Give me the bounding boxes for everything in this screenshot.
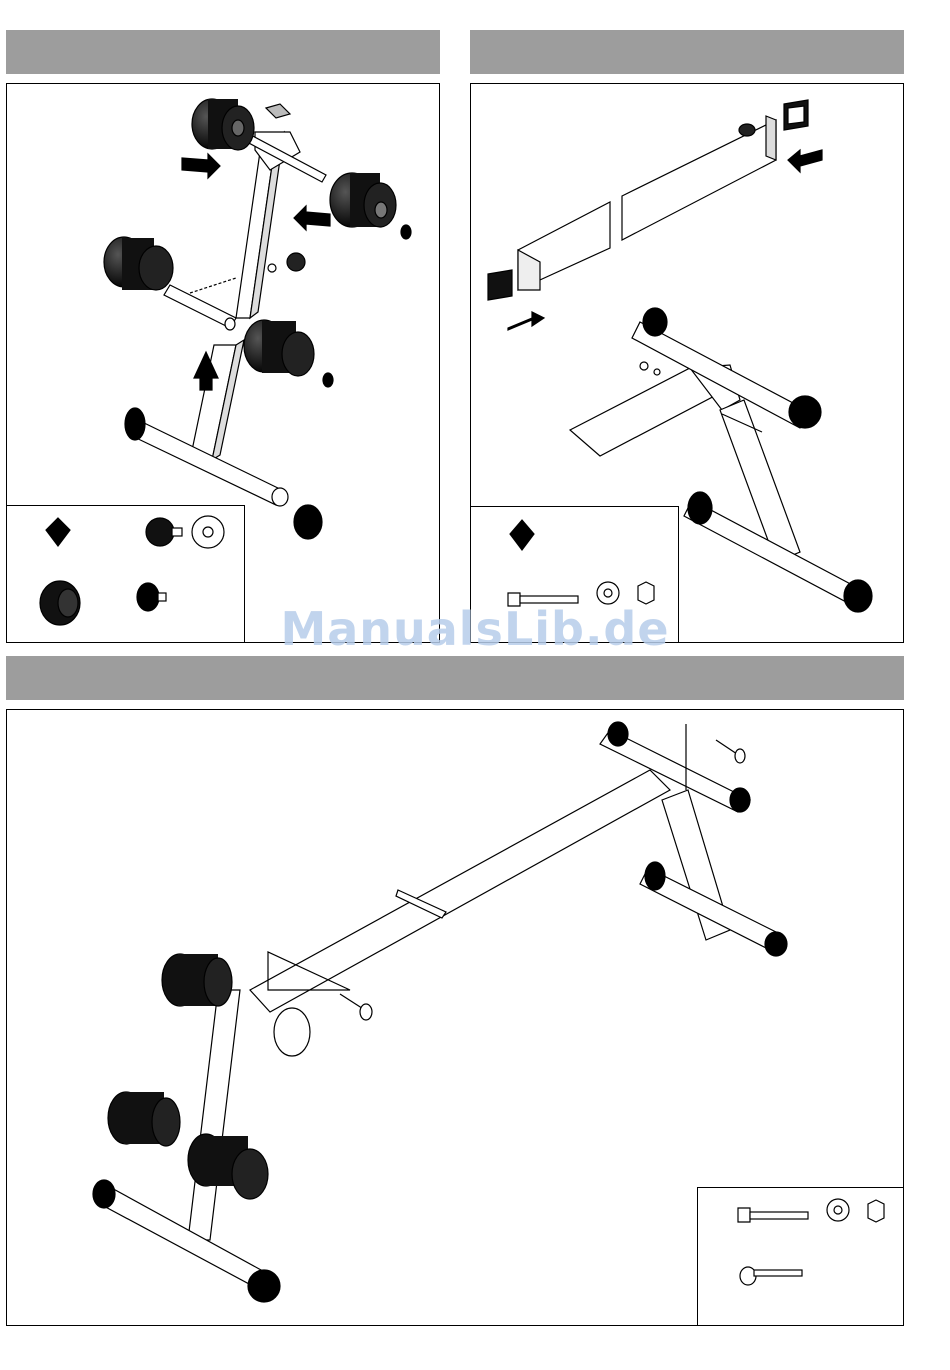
foam-pad-top-right — [330, 173, 396, 227]
foam-pad-front-upper — [162, 954, 232, 1006]
foam-pad-front-middle-left — [108, 1092, 180, 1146]
square-insert — [488, 270, 512, 300]
step-3-drawing — [93, 722, 787, 1302]
square-insert-icon — [510, 520, 534, 550]
base-end-cap-right — [294, 505, 322, 539]
washer — [268, 264, 276, 272]
arrow-icon — [788, 150, 822, 172]
nut-icon — [868, 1200, 884, 1222]
foam-pad-middle-right — [244, 320, 314, 376]
step-2-parts — [508, 520, 654, 606]
front-post — [188, 990, 240, 1240]
arrow-icon — [182, 154, 220, 178]
end-cap-small — [401, 225, 411, 239]
watermark: ManualsLib.de — [0, 602, 950, 656]
nut-icon — [638, 582, 654, 604]
square-insert — [266, 104, 290, 118]
main-frame — [250, 770, 670, 1012]
foam-pad-top-left — [192, 99, 254, 150]
frame-tube-assembled — [570, 368, 722, 456]
pin-icon — [740, 1267, 802, 1285]
base-end-cap-left — [125, 408, 145, 440]
step-3-parts — [738, 1199, 884, 1285]
front-base-tube — [100, 1186, 272, 1292]
arrow-icon — [508, 312, 544, 330]
foam-pad-middle-left — [104, 237, 173, 290]
arrow-icon — [294, 206, 330, 230]
star-knob-icon — [146, 518, 182, 546]
washer-icon — [192, 516, 224, 548]
step-1-drawing — [104, 99, 411, 539]
step-2-drawing — [488, 100, 872, 612]
square-insert-icon — [46, 518, 70, 546]
frame-tube-upper — [622, 120, 776, 240]
star-knob — [287, 253, 305, 271]
bolt-icon — [738, 1208, 808, 1222]
